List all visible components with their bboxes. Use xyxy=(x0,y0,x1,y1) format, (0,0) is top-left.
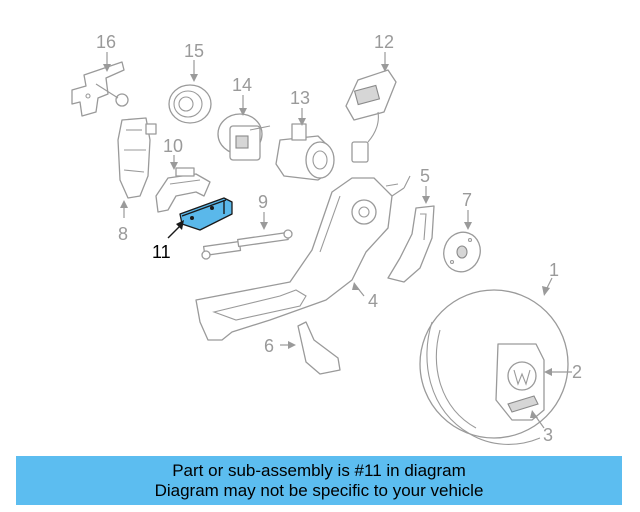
callout-1: 1 xyxy=(549,260,559,280)
part-10-bracket[interactable] xyxy=(155,167,211,213)
part-8-bracket[interactable] xyxy=(117,117,157,199)
part-15-cap[interactable] xyxy=(168,84,212,124)
callout-2: 2 xyxy=(572,362,582,382)
part-14-lock-assembly[interactable] xyxy=(217,113,271,161)
part-5-trim[interactable] xyxy=(387,205,435,283)
callout-16: 16 xyxy=(96,32,116,52)
part-13-actuator[interactable] xyxy=(275,123,335,181)
callout-8: 8 xyxy=(118,224,128,244)
part-4-carrier-arm[interactable] xyxy=(195,175,411,341)
callout-6: 6 xyxy=(264,336,274,356)
callout-5: 5 xyxy=(420,166,430,186)
banner-line-2: Diagram may not be specific to your vehi… xyxy=(154,480,484,500)
part-7-washer[interactable] xyxy=(438,227,486,277)
callout-13: 13 xyxy=(290,88,310,108)
part-3-handle[interactable] xyxy=(507,395,539,413)
part-6-pad[interactable] xyxy=(297,321,341,375)
part-16-hinge[interactable] xyxy=(71,61,129,117)
part-1-wheel-cover[interactable] xyxy=(419,289,569,445)
callout-4: 4 xyxy=(368,291,378,311)
callout-15: 15 xyxy=(184,41,204,61)
banner-line-1: Part or sub-assembly is #11 in diagram xyxy=(172,460,466,480)
callout-3: 3 xyxy=(543,425,553,445)
callout-7: 7 xyxy=(462,190,472,210)
callout-14: 14 xyxy=(232,75,252,95)
callout-9: 9 xyxy=(258,192,268,212)
callout-11: 11 xyxy=(152,242,171,262)
callout-12: 12 xyxy=(374,32,394,52)
part-11-highlighted[interactable] xyxy=(179,197,233,231)
part-9-strut[interactable] xyxy=(201,229,293,260)
callout-10: 10 xyxy=(163,136,183,156)
part-12-switch[interactable] xyxy=(345,69,397,163)
info-banner: Part or sub-assembly is #11 in diagram D… xyxy=(16,456,622,505)
parts-diagram: 16 15 14 13 12 xyxy=(71,32,582,445)
